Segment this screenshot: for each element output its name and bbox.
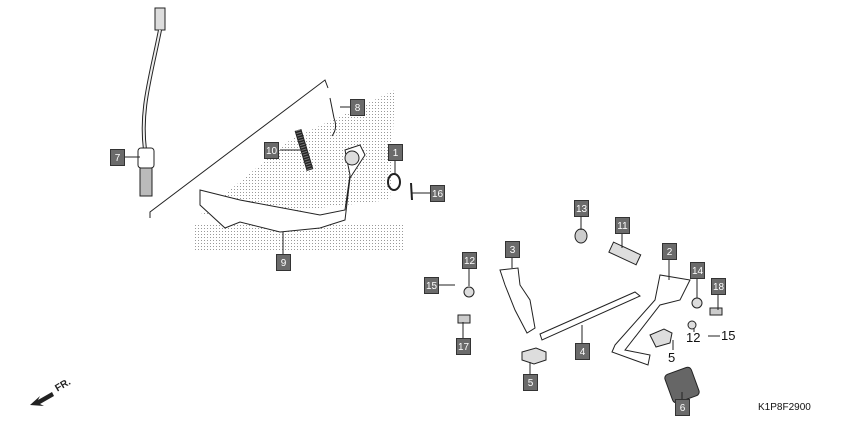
o-ring-part bbox=[387, 173, 401, 191]
callout-15: 15 bbox=[424, 277, 439, 294]
callout-13: 13 bbox=[574, 200, 589, 217]
plain-label-12: 12 bbox=[686, 330, 701, 345]
shift-linkage-parts bbox=[457, 228, 723, 404]
callout-16: 16 bbox=[430, 185, 445, 202]
stop-switch-part bbox=[137, 7, 166, 197]
callout-11: 11 bbox=[615, 217, 630, 234]
callout-4: 4 bbox=[575, 343, 590, 360]
callout-7: 7 bbox=[110, 149, 125, 166]
group-bracket-line bbox=[149, 79, 329, 218]
callout-9: 9 bbox=[276, 254, 291, 271]
callout-3: 3 bbox=[505, 241, 520, 258]
callout-14: 14 bbox=[690, 262, 705, 279]
front-direction-arrow-icon bbox=[30, 392, 54, 406]
callout-12: 12 bbox=[462, 252, 477, 269]
callout-17: 17 bbox=[456, 338, 471, 355]
diagram-code: K1P8F2900 bbox=[758, 402, 811, 413]
callout-1: 1 bbox=[388, 144, 403, 161]
callout-5: 5 bbox=[523, 374, 538, 391]
brake-pedal-part bbox=[199, 144, 366, 233]
plain-label-5: 5 bbox=[668, 350, 676, 365]
dotted-background bbox=[200, 90, 395, 215]
plain-label-15: 15 bbox=[721, 328, 736, 343]
leader-lines bbox=[124, 106, 720, 399]
callout-8: 8 bbox=[350, 99, 365, 116]
callout-6: 6 bbox=[675, 399, 690, 416]
pin-part bbox=[410, 182, 413, 201]
spring-parts bbox=[294, 97, 337, 172]
callout-10: 10 bbox=[264, 142, 279, 159]
callout-2: 2 bbox=[662, 243, 677, 260]
callout-18: 18 bbox=[711, 278, 726, 295]
